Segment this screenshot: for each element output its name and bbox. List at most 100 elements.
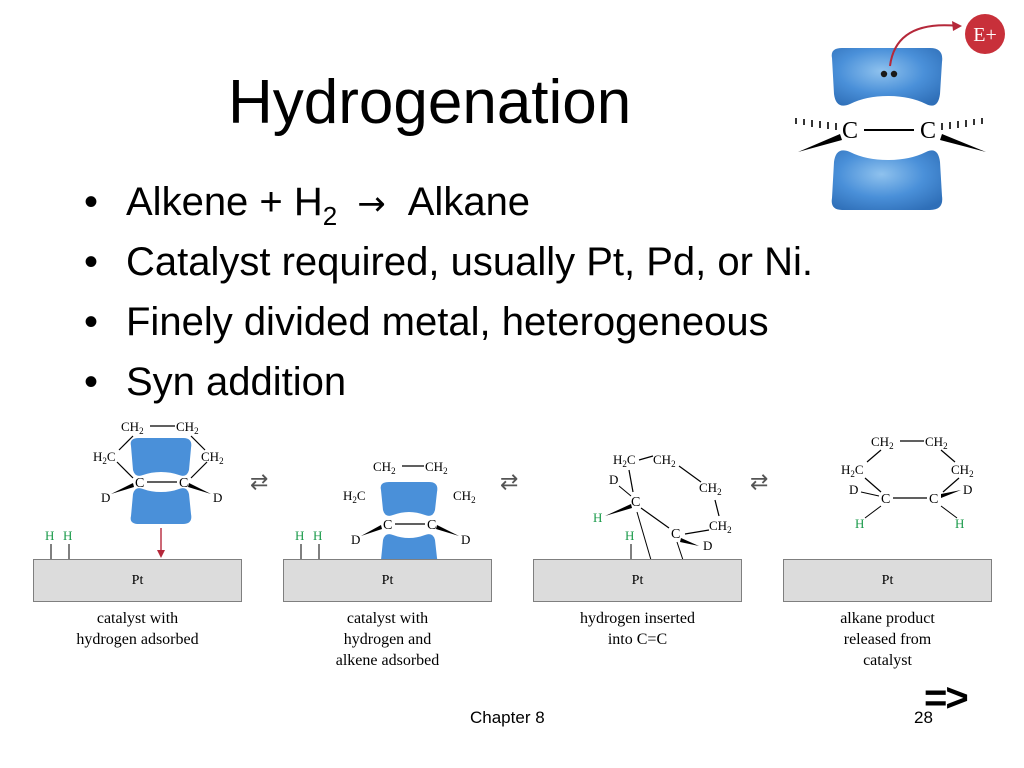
deuterium-label: D xyxy=(963,482,972,497)
bullet-glyph: • xyxy=(84,300,99,344)
lower-pi-lobe xyxy=(831,150,943,210)
group-label: CH2 xyxy=(925,434,948,451)
reaction-product: Alkane xyxy=(407,180,531,224)
step-caption: alkane product released from catalyst xyxy=(783,608,992,671)
deuterium-label: D xyxy=(351,532,360,547)
hydrogen-label: H xyxy=(295,528,304,543)
platinum-surface: Pt xyxy=(533,559,742,602)
carbon-label: C xyxy=(135,476,144,491)
carbon-label: C xyxy=(929,492,938,507)
mechanism-step-1: CH2 CH2 H2C CH2 C C D D H H Pt catalyst … xyxy=(33,412,248,687)
wedge-bond xyxy=(941,490,961,498)
reaction-reactants: Alkene + H xyxy=(126,180,323,224)
electron-arrow-head xyxy=(952,21,962,31)
step-caption: hydrogen inserted into C=C xyxy=(533,608,742,650)
step-4-structure: CH2 CH2 H2C CH2 C C D D H H xyxy=(841,434,974,531)
upper-pi-lobe xyxy=(380,482,438,516)
bullet-item-syn: • Syn addition xyxy=(84,356,813,416)
deuterium-label: D xyxy=(849,482,858,497)
bullet-item-catalyst: • Catalyst required, usually Pt, Pd, or … xyxy=(84,236,813,296)
hashed-bond-left xyxy=(795,118,837,130)
bullet-glyph: • xyxy=(84,360,99,404)
deuterium-label: D xyxy=(461,532,470,547)
carbon-label: C xyxy=(179,476,188,491)
wedge-bond xyxy=(605,504,632,516)
footer-chapter: Chapter 8 xyxy=(470,708,545,727)
hydrogen-label: H xyxy=(313,528,322,543)
caption-line: catalyst with xyxy=(96,610,179,627)
carbon-label: C xyxy=(427,518,436,533)
bullet-item-metal: • Finely divided metal, heterogeneous xyxy=(84,296,813,356)
carbon-label: C xyxy=(631,495,640,510)
upper-pi-lobe xyxy=(831,48,943,106)
carbon-label: C xyxy=(671,527,680,542)
platinum-surface: Pt xyxy=(283,559,492,602)
group-label: H2C xyxy=(93,449,116,466)
reaction-arrow: → xyxy=(357,184,386,224)
next-slide-marker[interactable]: => xyxy=(924,676,969,720)
step-caption: catalyst with hydrogen adsorbed xyxy=(33,608,242,650)
bullet-glyph: • xyxy=(84,180,99,224)
group-label: CH2 xyxy=(121,419,144,436)
caption-line: into C=C xyxy=(607,631,668,648)
caption-line: hydrogen and xyxy=(343,631,432,648)
hydrogen-label: H xyxy=(625,528,634,543)
group-label: H2C xyxy=(841,462,864,479)
step-2-structure: CH2 CH2 H2C CH2 C C D D H H xyxy=(295,459,476,562)
deuterium-label: D xyxy=(101,490,110,505)
hashed-bond-right xyxy=(941,118,983,130)
page-number: 28 xyxy=(914,708,933,727)
wedge-bond xyxy=(361,525,382,536)
hydrogen-label: H xyxy=(45,528,54,543)
platinum-surface: Pt xyxy=(783,559,992,602)
step-caption: catalyst with hydrogen and alkene adsorb… xyxy=(283,608,492,671)
group-label: CH2 xyxy=(653,452,676,469)
group-label: CH2 xyxy=(373,459,396,476)
deuterium-label: D xyxy=(609,472,618,487)
group-label: CH2 xyxy=(699,480,722,497)
electron-dot xyxy=(880,70,888,78)
bullet-list: • Alkene + H2 → Alkane • Catalyst required… xyxy=(84,176,813,416)
wedge-bond-right xyxy=(940,134,986,152)
mechanism-step-2: CH2 CH2 H2C CH2 C C D D H H Pt catalyst … xyxy=(283,412,498,687)
bullet-item-reaction: • Alkene + H2 → Alkane xyxy=(84,176,813,236)
deuterium-label: D xyxy=(213,490,222,505)
caption-line: alkene adsorbed xyxy=(335,652,440,669)
caption-line: catalyst xyxy=(863,652,912,669)
platinum-surface: Pt xyxy=(33,559,242,602)
carbon-right: C xyxy=(920,118,936,144)
group-label: H2C xyxy=(613,452,636,469)
group-label: CH2 xyxy=(176,419,199,436)
caption-line: hydrogen inserted xyxy=(579,610,696,627)
hydrogen-label: H xyxy=(955,516,964,531)
hydrogen-label: H xyxy=(855,516,864,531)
caption-line: hydrogen adsorbed xyxy=(76,631,199,648)
wedge-bond xyxy=(111,483,134,494)
group-label: CH2 xyxy=(453,488,476,505)
carbon-label: C xyxy=(383,518,392,533)
equilibrium-arrow: ⇄ xyxy=(250,470,269,495)
group-label: CH2 xyxy=(425,459,448,476)
lower-pi-lobe xyxy=(130,488,192,524)
slide-title: Hydrogenation xyxy=(228,68,632,137)
electron-arrow xyxy=(889,24,959,67)
h2-subscript: 2 xyxy=(322,201,338,231)
mechanism-step-3: H2C CH2 CH2 CH2 C C D H D H Pt hydrogen … xyxy=(533,412,748,687)
bullet-text: Catalyst required, usually Pt, Pd, or Ni… xyxy=(126,240,813,284)
hydrogen-label: H xyxy=(593,510,602,525)
caption-line: catalyst with xyxy=(346,610,429,627)
group-label: H2C xyxy=(343,488,366,505)
electron-dot xyxy=(890,70,898,78)
electrophile-circle xyxy=(965,14,1005,54)
group-label: CH2 xyxy=(201,449,224,466)
carbon-label: C xyxy=(881,492,890,507)
wedge-bond xyxy=(680,538,699,546)
carbon-left: C xyxy=(842,118,858,144)
bullet-glyph: • xyxy=(84,240,99,284)
equilibrium-arrow: ⇄ xyxy=(750,470,769,495)
hydrogen-label: H xyxy=(63,528,72,543)
electrophile-label: E+ xyxy=(973,24,997,46)
pi-orbital-diagram: E+ C C xyxy=(795,14,1005,210)
wedge-bond xyxy=(188,483,211,494)
upper-pi-lobe xyxy=(130,438,192,476)
